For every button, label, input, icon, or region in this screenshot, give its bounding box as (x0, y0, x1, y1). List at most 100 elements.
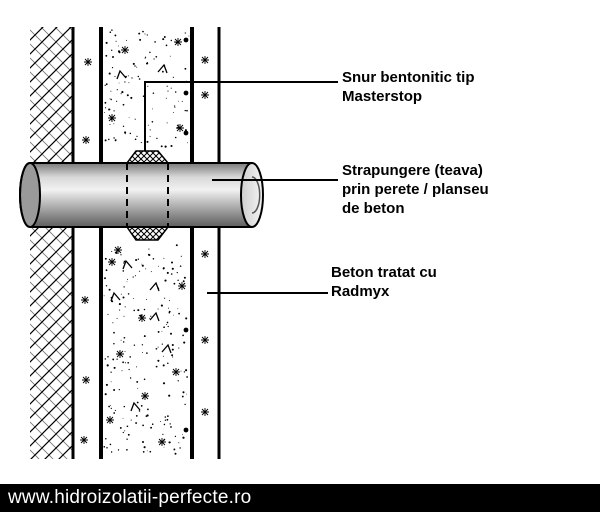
aggregate-star (106, 416, 114, 424)
concrete-speckle (166, 271, 169, 274)
concrete-speckle (116, 100, 118, 102)
concrete-speckle (134, 118, 136, 120)
concrete-speckle (177, 308, 179, 310)
concrete-speckle (105, 383, 108, 386)
concrete-speckle (122, 270, 125, 272)
concrete-speckle (184, 109, 186, 112)
concrete-speckle (123, 405, 126, 408)
concrete-speckle (138, 410, 141, 412)
concrete-speckle (165, 97, 167, 99)
label-treated-concrete-line-1: Beton tratat cu (331, 264, 437, 281)
concrete-speckle (151, 120, 154, 123)
concrete-speckle (131, 77, 133, 79)
concrete-speckle (162, 382, 166, 385)
label-treated-concrete: Beton tratat cu Radmyx (331, 263, 437, 301)
concrete-speckle (174, 136, 177, 139)
concrete-speckle (142, 424, 144, 427)
concrete-speckle (170, 261, 174, 264)
concrete-speckle (173, 448, 176, 451)
concrete-speckle (182, 391, 185, 394)
aggregate-star (138, 314, 146, 322)
concrete-speckle (163, 446, 165, 448)
concrete-speckle (104, 112, 106, 114)
concrete-speckle (143, 308, 146, 311)
concrete-speckle (114, 409, 116, 412)
concrete-speckle (136, 380, 139, 383)
concrete-speckle (147, 408, 149, 411)
concrete-speckle (146, 414, 149, 417)
concrete-speckle (120, 293, 122, 295)
concrete-speckle (166, 321, 169, 324)
website-link[interactable]: www.hidroizolatii-perfecte.ro (8, 487, 252, 508)
label-pipe-penetration: Strapungere (teava) prin perete / planse… (342, 161, 489, 218)
concrete-speckle (108, 72, 111, 75)
concrete-speckle (104, 84, 106, 87)
reinforcement-dot (183, 327, 189, 333)
concrete-speckle (188, 35, 190, 37)
concrete-speckle (109, 443, 112, 446)
concrete-flake (122, 259, 133, 270)
concrete-flake (116, 69, 127, 80)
concrete-speckle (186, 376, 188, 378)
concrete-speckle (150, 426, 153, 429)
concrete-speckle (150, 315, 152, 317)
concrete-speckle (174, 106, 176, 108)
concrete-speckle (171, 354, 174, 357)
concrete-speckle (141, 344, 144, 346)
concrete-speckle (144, 57, 146, 59)
concrete-speckle (110, 90, 112, 92)
aggregate-star (201, 56, 209, 64)
concrete-speckle (143, 446, 146, 449)
concrete-speckles (103, 29, 190, 455)
concrete-speckle (105, 54, 108, 57)
concrete-speckle (113, 366, 116, 369)
concrete-speckle (128, 117, 130, 118)
concrete-speckle (146, 62, 149, 65)
concrete-speckle (124, 350, 126, 352)
concrete-speckle (111, 29, 113, 31)
concrete-speckle (156, 137, 158, 140)
label-pipe-penetration-line-1: Strapungere (teava) (342, 162, 483, 179)
concrete-speckle (137, 387, 139, 389)
concrete-speckle (108, 138, 110, 141)
wall-lines (71, 27, 221, 459)
concrete-speckle (151, 423, 154, 425)
concrete-speckle (155, 347, 158, 350)
concrete-speckle (108, 288, 111, 291)
concrete-speckle (143, 378, 146, 381)
concrete-speckle (107, 313, 109, 315)
concrete-speckle (112, 56, 114, 58)
concrete-speckle (132, 62, 135, 65)
concrete-speckle (182, 280, 185, 283)
concrete-speckle (115, 40, 117, 42)
concrete-speckle (141, 263, 143, 265)
aggregate-star (176, 124, 184, 132)
concrete-speckle (116, 358, 118, 360)
concrete-speckle (104, 139, 107, 142)
concrete-speckle (109, 31, 112, 33)
concrete-speckle (108, 405, 110, 408)
concrete-speckle (163, 423, 166, 426)
concrete-speckle (124, 306, 126, 308)
label-bentonite-cord-line-1: Snur bentonitic tip (342, 69, 475, 86)
concrete-speckle (132, 276, 134, 278)
aggregate-star (201, 250, 209, 258)
concrete-speckle (136, 401, 139, 404)
concrete-speckle (148, 253, 151, 257)
concrete-speckle (127, 433, 130, 436)
concrete-speckle (147, 85, 149, 87)
reinforcement-dot (183, 427, 189, 433)
concrete-speckle (172, 112, 174, 114)
concrete-speckle (163, 36, 166, 38)
leader-line-cord (144, 81, 338, 151)
concrete-flake (110, 291, 121, 302)
concrete-speckle (168, 300, 171, 302)
concrete-flake (157, 63, 168, 74)
concrete-speckle (110, 371, 112, 373)
concrete-speckle (105, 437, 107, 440)
concrete-speckle (175, 244, 178, 247)
concrete-speckle (168, 394, 171, 397)
aggregate-star (80, 436, 88, 444)
concrete-speckle (164, 279, 167, 282)
concrete-speckle (146, 450, 148, 452)
